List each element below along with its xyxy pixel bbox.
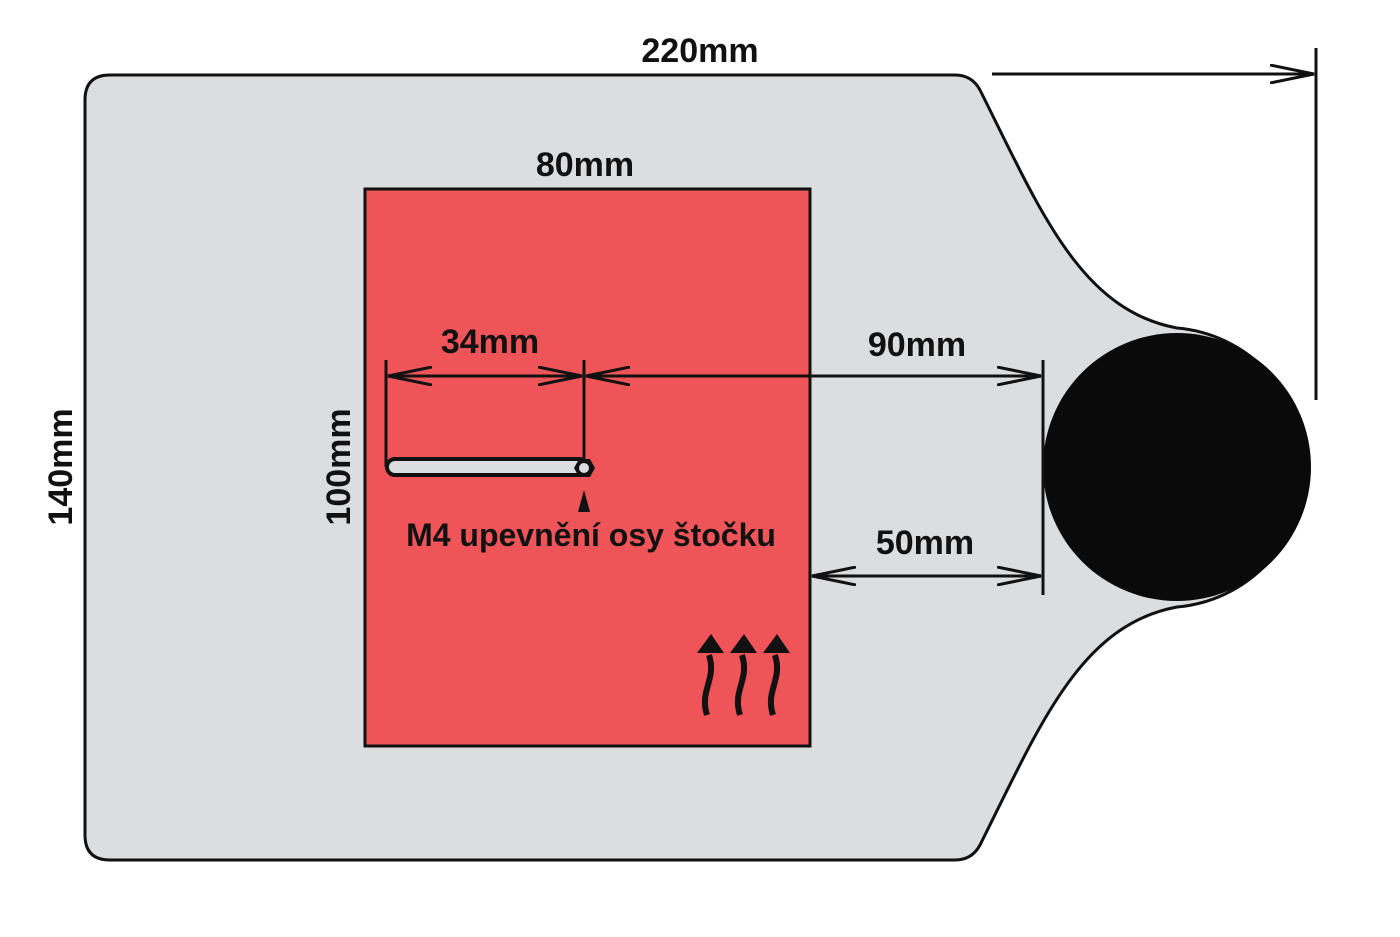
label-plate-height: 100mm — [320, 408, 358, 525]
label-total-height: 140mm — [42, 408, 80, 525]
label-mount-note: M4 upevnění osy štočku — [406, 517, 776, 553]
heat-icon — [697, 634, 790, 716]
bolt-hole — [579, 463, 589, 473]
label-axis-to-pivot: 90mm — [868, 326, 966, 364]
label-plate-width: 80mm — [536, 146, 634, 184]
pivot-circle — [1043, 333, 1311, 601]
slot — [385, 457, 589, 477]
label-total-length: 220mm — [641, 32, 758, 70]
pointer-arrow — [578, 490, 590, 512]
label-plate-to-pivot: 50mm — [876, 524, 974, 562]
label-slot-length: 34mm — [441, 323, 539, 361]
